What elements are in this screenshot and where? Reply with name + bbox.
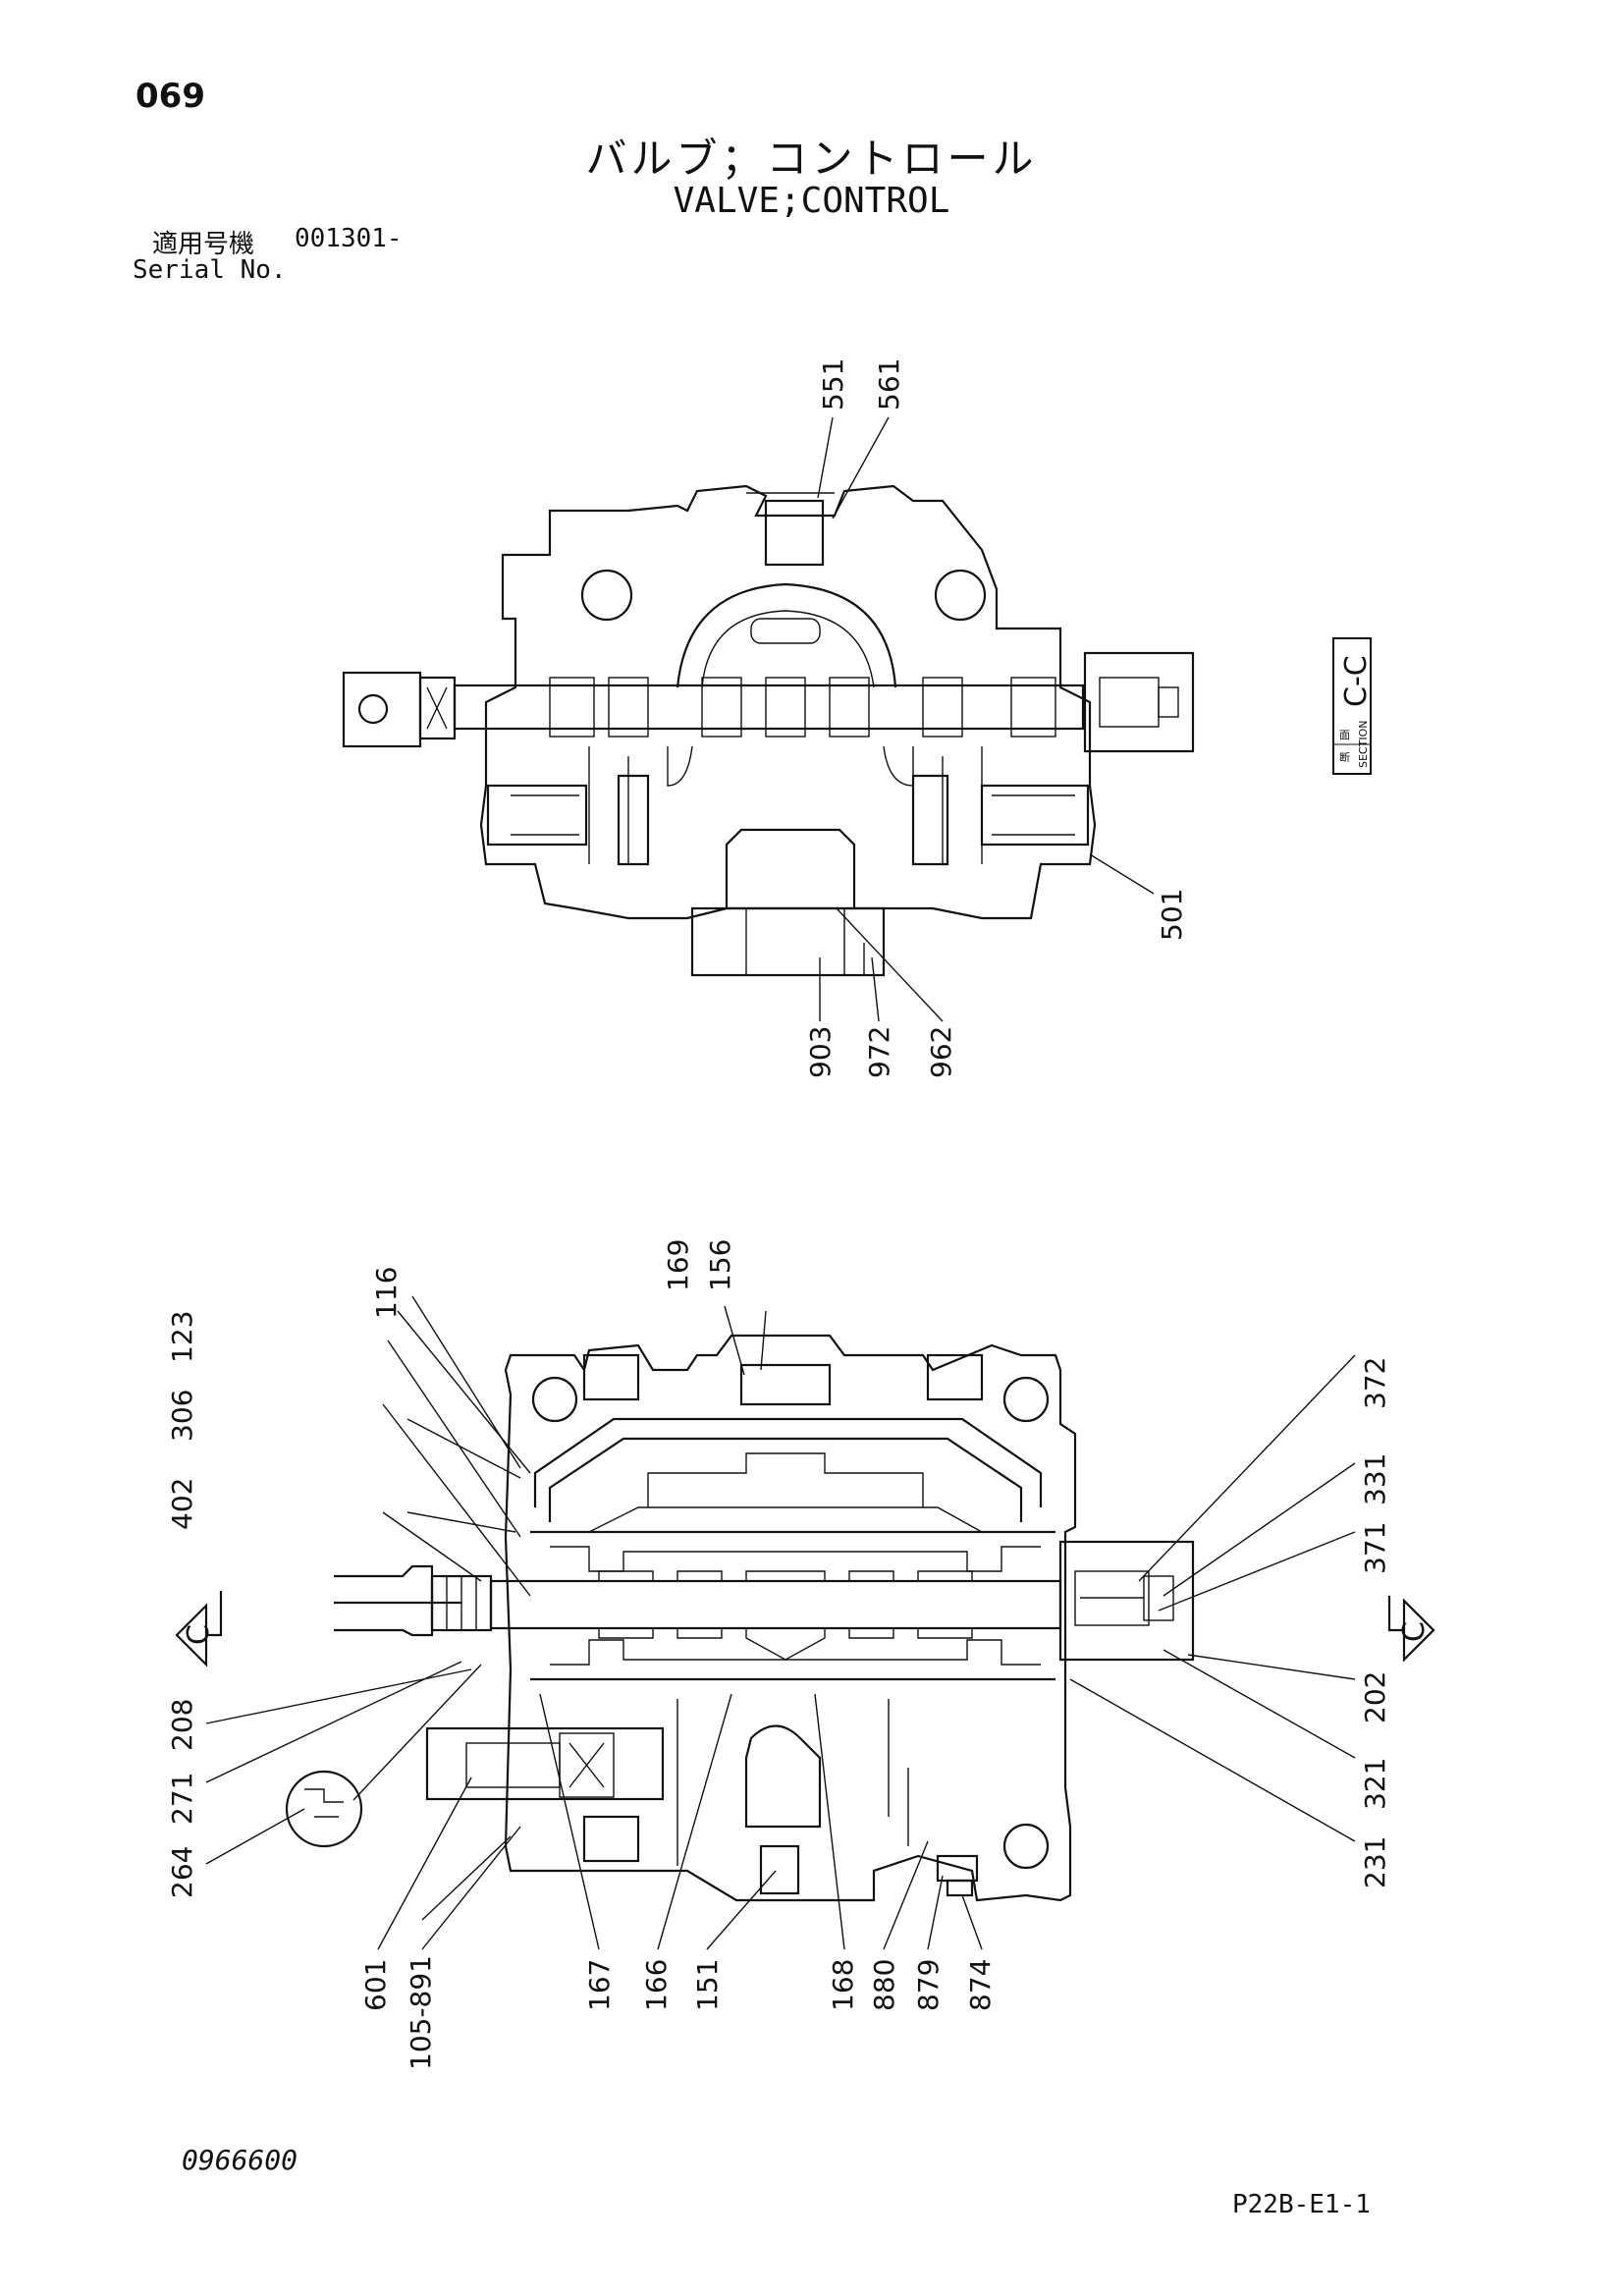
part-label-371: 371 — [1359, 1522, 1391, 1574]
bolt-upper-left — [582, 1353, 640, 1401]
top-left-mount-hole — [580, 569, 633, 622]
part-label-264: 264 — [166, 1846, 198, 1898]
bottom-body-outline — [504, 1334, 1077, 1902]
bottom-plug-151 — [759, 1844, 800, 1895]
part-label-402: 402 — [166, 1478, 198, 1530]
title-japanese: バルブ；コントロール — [585, 135, 1038, 183]
part-label-601: 601 — [359, 1959, 392, 2011]
part-label-561: 561 — [873, 358, 905, 410]
bolt-upper-right — [926, 1353, 984, 1401]
part-label-231: 231 — [1359, 1836, 1391, 1888]
serial-value: 001301- — [295, 224, 403, 253]
page-number: 069 — [135, 77, 205, 116]
part-label-202: 202 — [1359, 1671, 1391, 1723]
page-code: P22B-E1-1 — [1232, 2190, 1371, 2219]
section-label-en: SECTION — [1357, 721, 1370, 768]
top-spool — [453, 683, 1085, 731]
section-arrow-left-letter: C — [182, 1624, 216, 1645]
bottom-spool — [489, 1579, 1062, 1630]
bottom-view-leaders — [205, 1295, 1356, 1950]
part-label-156: 156 — [704, 1239, 736, 1291]
section-label-jp-top: 断 — [1339, 750, 1350, 764]
part-label-879: 879 — [912, 1959, 945, 2011]
part-label-972: 972 — [863, 1026, 895, 1078]
section-arrow-right: C — [1387, 1596, 1435, 1663]
part-label-271: 271 — [166, 1773, 198, 1825]
document-code: 0966600 — [182, 2144, 298, 2176]
part-label-105-891: 105-891 — [405, 1955, 437, 2070]
bottom-right-cap — [1058, 1540, 1195, 1662]
top-view-leaders — [817, 416, 1155, 1022]
part-label-166: 166 — [640, 1959, 673, 2011]
part-label-169: 169 — [662, 1239, 694, 1291]
serial-label-japanese: 適用号機 — [152, 230, 255, 259]
bottom-top-port — [739, 1363, 832, 1406]
part-label-167: 167 — [583, 1959, 616, 2011]
section-label: 断 面 SECTION C-C — [1332, 637, 1374, 775]
part-label-501: 501 — [1156, 889, 1188, 941]
part-label-551: 551 — [817, 358, 849, 410]
title-english: VALVE;CONTROL — [673, 181, 950, 221]
top-right-relief — [980, 784, 1090, 847]
bottom-valve-view — [285, 1334, 1195, 1902]
part-label-372: 372 — [1359, 1357, 1391, 1409]
bolt-lower-left — [582, 1815, 640, 1863]
section-arrow-right-letter: C — [1397, 1621, 1432, 1642]
top-left-eye — [342, 671, 422, 748]
part-label-880: 880 — [868, 1959, 900, 2011]
top-bottom-plug — [690, 906, 886, 977]
part-label-331: 331 — [1359, 1453, 1391, 1505]
part-label-123: 123 — [166, 1311, 198, 1363]
bottom-relief-valve — [425, 1726, 665, 1801]
top-right-cap — [1083, 651, 1195, 753]
part-label-962: 962 — [925, 1026, 957, 1078]
top-valve-view — [342, 484, 1195, 977]
section-label-jp-bottom: 面 — [1339, 729, 1350, 741]
section-label-name: C-C — [1339, 655, 1374, 707]
part-label-306: 306 — [166, 1390, 198, 1442]
part-label-208: 208 — [166, 1699, 198, 1751]
part-label-151: 151 — [691, 1959, 724, 2011]
serial-label-english: Serial No. — [133, 255, 287, 285]
part-label-874: 874 — [964, 1959, 997, 2011]
part-label-903: 903 — [804, 1026, 837, 1078]
part-label-116: 116 — [370, 1267, 403, 1319]
top-arch-passage — [676, 582, 897, 688]
section-arrow-left: C — [175, 1591, 223, 1667]
top-right-mount-hole — [934, 569, 987, 622]
part-label-168: 168 — [827, 1959, 859, 2011]
top-view-labels: 551 561 501 903 972 962 — [804, 358, 1188, 1078]
part-label-321: 321 — [1359, 1758, 1391, 1810]
top-body-outline — [479, 484, 1097, 920]
bottom-left-clevis — [334, 1564, 434, 1637]
bottom-plug-880 — [936, 1854, 979, 1883]
bottom-view-labels: 169 156 116 123 306 402 208 271 264 601 … — [166, 1239, 1391, 2070]
top-port-551 — [764, 499, 825, 567]
top-left-relief — [486, 784, 588, 847]
detail-circle-264 — [285, 1770, 363, 1848]
